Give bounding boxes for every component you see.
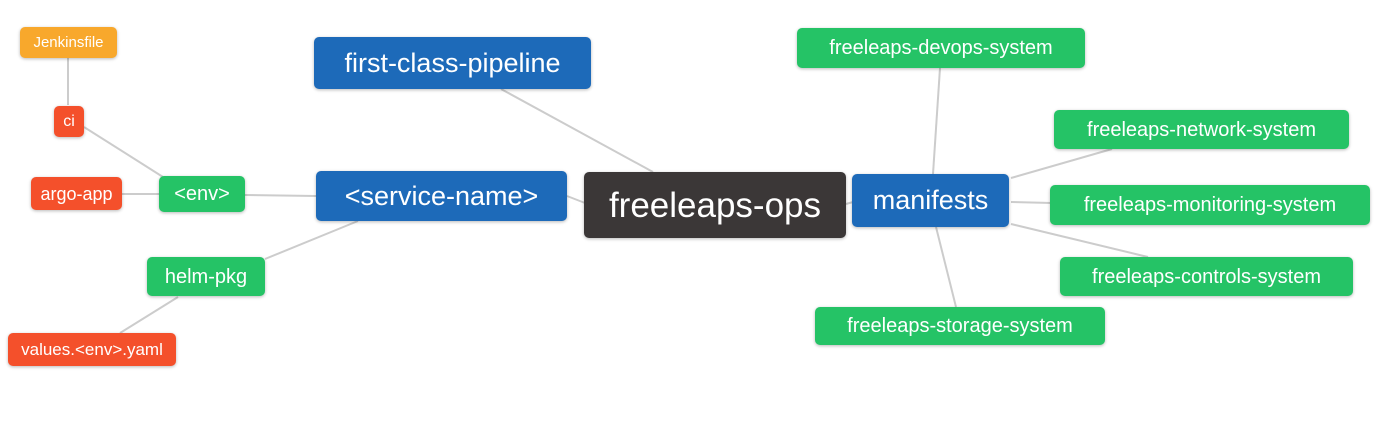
edge-env-service-name <box>244 194 317 197</box>
edge-manifests-network-system <box>1010 148 1113 179</box>
node-helm-pkg[interactable]: helm-pkg <box>147 257 265 296</box>
node-service-name[interactable]: <service-name> <box>316 171 567 221</box>
node-first-class-pipeline[interactable]: first-class-pipeline <box>314 37 591 89</box>
edge-manifests-devops-system <box>932 67 941 175</box>
node-env[interactable]: <env> <box>159 176 245 212</box>
edge-service-name-helm-pkg <box>264 220 359 260</box>
edge-manifests-controls-system <box>1010 223 1149 258</box>
edge-manifests-storage-system <box>935 226 957 308</box>
node-values-env-yaml[interactable]: values.<env>.yaml <box>8 333 176 366</box>
node-freeleaps-monitoring-system[interactable]: freeleaps-monitoring-system <box>1050 185 1370 225</box>
node-freeleaps-controls-system[interactable]: freeleaps-controls-system <box>1060 257 1353 296</box>
node-jenkinsfile[interactable]: Jenkinsfile <box>20 27 117 58</box>
node-ci[interactable]: ci <box>54 106 84 137</box>
node-freeleaps-ops[interactable]: freeleaps-ops <box>584 172 846 238</box>
edge-manifests-monitoring-system <box>1010 201 1053 204</box>
edge-values-helm-pkg <box>119 296 179 334</box>
edge-first-class-pipeline-ops <box>500 88 654 173</box>
node-argo-app[interactable]: argo-app <box>31 177 122 210</box>
node-freeleaps-network-system[interactable]: freeleaps-network-system <box>1054 110 1349 149</box>
edge-ci-env <box>83 126 164 178</box>
node-freeleaps-storage-system[interactable]: freeleaps-storage-system <box>815 307 1105 345</box>
node-freeleaps-devops-system[interactable]: freeleaps-devops-system <box>797 28 1085 68</box>
node-manifests[interactable]: manifests <box>852 174 1009 227</box>
edge-service-name-ops <box>566 195 586 204</box>
